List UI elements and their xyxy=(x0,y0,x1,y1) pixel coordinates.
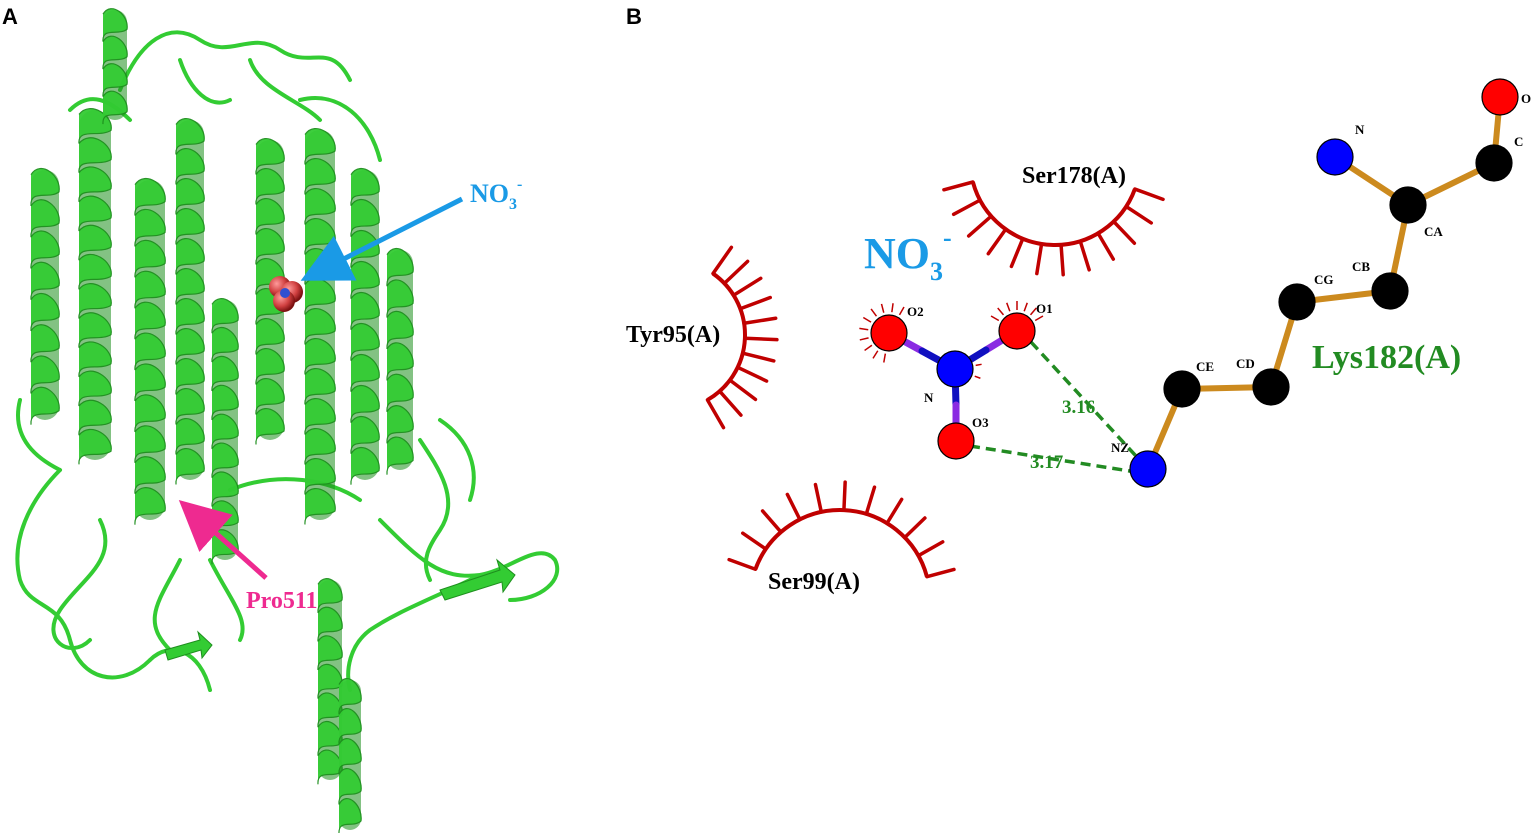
hbond-o1-nz xyxy=(1029,340,1138,458)
hydrogen-bonds xyxy=(969,340,1138,474)
panel-b-letter: B xyxy=(626,4,642,29)
nitrate-pointer-arrow xyxy=(300,196,464,281)
label-o3: O3 xyxy=(972,415,989,430)
lysine-label: Lys182(A) xyxy=(1312,339,1461,376)
label-lys-ce: CE xyxy=(1196,359,1214,374)
hydrophobic-contact-arcs xyxy=(705,180,1165,579)
label-lys-n: N xyxy=(1355,122,1365,137)
distance-label-2: 3.17 xyxy=(1030,452,1064,473)
atom-contact-ticks xyxy=(859,301,1044,379)
atom-lys-n xyxy=(1316,138,1354,176)
atom-lys-cb xyxy=(1371,272,1409,310)
atom-lys-nz xyxy=(1129,450,1167,488)
panel-a-letter: A xyxy=(2,4,18,29)
hbond-o3-nz xyxy=(969,444,1137,474)
atom-lys-cd xyxy=(1252,368,1290,406)
nitrate-atoms xyxy=(870,312,1036,460)
atom-o2 xyxy=(870,314,908,352)
label-lys-nz: NZ xyxy=(1111,440,1129,455)
label-lys-cb: CB xyxy=(1352,259,1370,274)
proline-pointer-arrow xyxy=(178,499,268,580)
atom-lys-o xyxy=(1481,78,1519,116)
panel-a-nitrate-label: NO3- xyxy=(470,176,522,213)
lysine-atoms xyxy=(1129,78,1519,488)
atom-lys-ca xyxy=(1389,186,1427,224)
proline-label: Pro511 xyxy=(246,588,318,614)
protein-ribbon-cartoon xyxy=(15,8,560,833)
label-lys-cd: CD xyxy=(1236,356,1255,371)
distance-label-1: 3.16 xyxy=(1062,397,1095,418)
panel-b-ligand-label: NO3- xyxy=(864,223,952,286)
label-lys-ca: CA xyxy=(1424,224,1443,239)
atom-lys-cg xyxy=(1278,283,1316,321)
atom-n xyxy=(936,350,974,388)
residue-ser99-label: Ser99(A) xyxy=(768,569,860,595)
label-n: N xyxy=(924,390,934,405)
atom-lys-ce xyxy=(1163,370,1201,408)
atom-o3 xyxy=(937,422,975,460)
residue-tyr95-label: Tyr95(A) xyxy=(626,322,720,348)
residue-ser178-label: Ser178(A) xyxy=(1022,163,1126,189)
atom-o1 xyxy=(998,312,1036,350)
label-lys-o: O xyxy=(1521,91,1531,106)
label-o2: O2 xyxy=(907,304,924,319)
atom-lys-c xyxy=(1475,144,1513,182)
nitrate-sphere-icon xyxy=(269,276,303,312)
label-lys-cg: CG xyxy=(1314,272,1334,287)
label-o1: O1 xyxy=(1036,301,1053,316)
label-lys-c: C xyxy=(1514,134,1523,149)
